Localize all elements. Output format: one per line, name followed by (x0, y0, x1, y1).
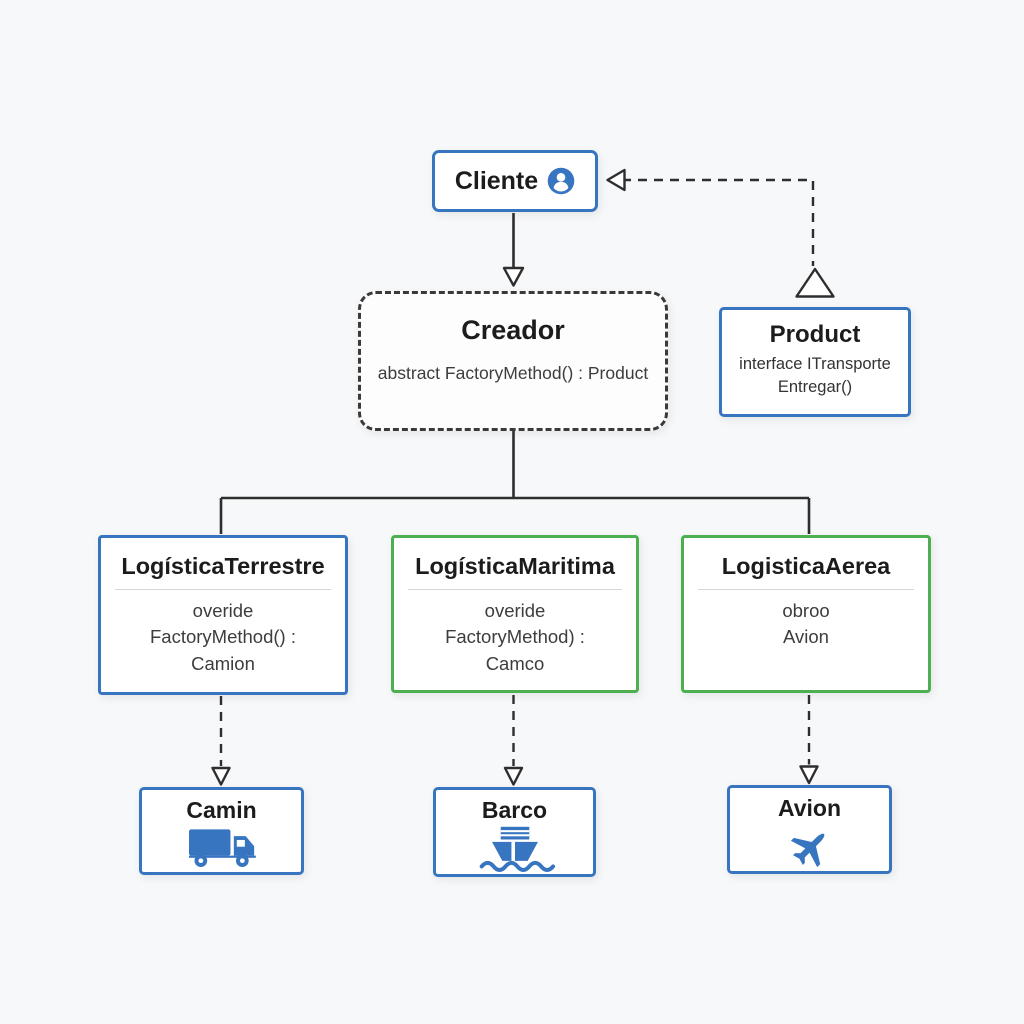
node-barco: Barco (433, 787, 596, 877)
product-interface: interface ITransporte (739, 355, 891, 373)
creador-method: abstract FactoryMethod() : Product (377, 363, 649, 383)
divider (408, 589, 622, 590)
logistica-maritima-title: LogísticaMaritima (415, 553, 615, 579)
camion-title: Camin (186, 797, 257, 823)
node-logistica-terrestre: LogísticaTerrestre overide FactoryMethod… (98, 535, 348, 695)
aerea-line-2: Avion (783, 626, 829, 648)
realization-triangle-icon (795, 267, 835, 298)
logistica-terrestre-title: LogísticaTerrestre (121, 553, 325, 579)
node-product: Product interface ITransporte Entregar() (719, 307, 911, 417)
divider (115, 589, 331, 590)
edge-product-cliente (622, 178, 815, 266)
plane-icon (790, 833, 824, 868)
edge-creador-subclasses (219, 431, 811, 534)
logistica-aerea-title: LogisticaAerea (721, 553, 891, 579)
arrowhead-cliente (606, 168, 626, 192)
avion-title: Avion (777, 795, 842, 821)
node-creador: Creador abstract FactoryMethod() : Produ… (358, 291, 668, 431)
cliente-title: Cliente (454, 166, 539, 195)
arrowhead-avion (799, 765, 819, 785)
terrestre-line-1: overide (192, 600, 254, 621)
creador-title: Creador (461, 315, 565, 345)
node-camion: Camin (139, 787, 304, 875)
truck-icon (188, 829, 256, 868)
maritima-line-1: overide (484, 600, 546, 621)
terrestre-line-3: Camion (191, 652, 255, 674)
maritima-line-2: FactoryMethod) : (445, 626, 585, 648)
product-title: Product (769, 321, 861, 348)
arrowhead-creador (502, 266, 525, 287)
barco-title: Barco (481, 797, 548, 823)
node-logistica-aerea: LogisticaAerea obroo Avion (681, 535, 931, 693)
product-method: Entregar() (777, 377, 853, 396)
arrowhead-barco (503, 766, 524, 786)
ship-icon (479, 826, 555, 872)
aerea-line-1: obroo (782, 600, 830, 621)
terrestre-line-2: FactoryMethod() : (150, 626, 296, 648)
node-avion: Avion (727, 785, 892, 874)
arrowhead-camion (211, 766, 231, 786)
maritima-line-3: Camco (485, 652, 545, 674)
node-cliente: Cliente (432, 150, 598, 212)
node-logistica-maritima: LogísticaMaritima overide FactoryMethod)… (391, 535, 639, 693)
divider (698, 589, 914, 590)
user-icon (547, 167, 575, 195)
